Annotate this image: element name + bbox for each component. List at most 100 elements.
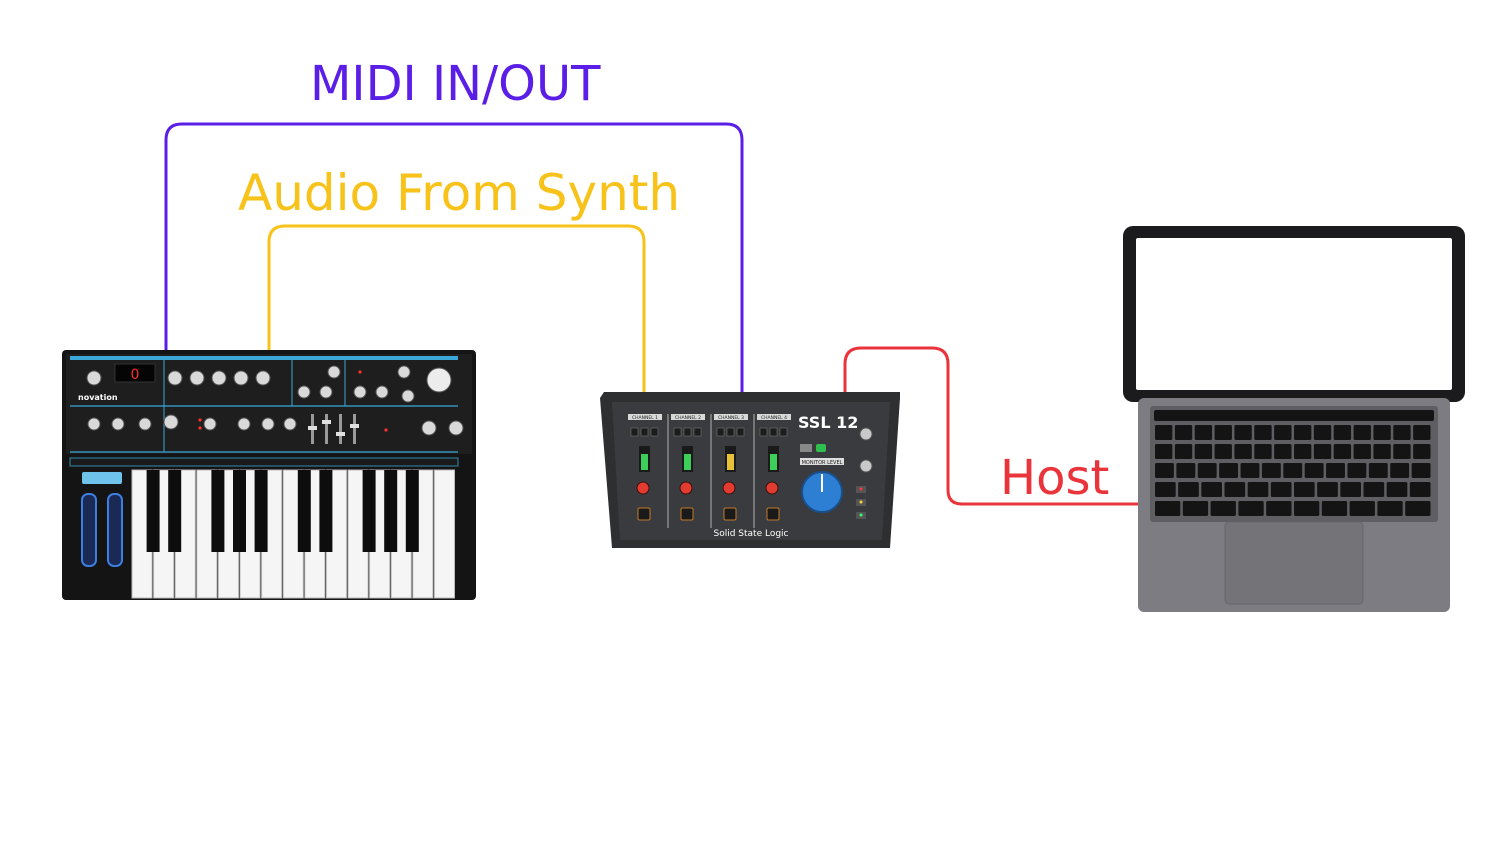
laptop-key — [1368, 463, 1388, 478]
laptop-key — [1201, 482, 1222, 497]
laptop-key — [1317, 482, 1338, 497]
laptop-key — [1176, 463, 1196, 478]
channel-label: CHANNEL 4 — [761, 415, 787, 421]
black-key — [319, 470, 333, 552]
mod-wheel — [107, 493, 123, 567]
synth-faders — [308, 414, 359, 444]
laptop-key — [1240, 463, 1260, 478]
laptop-key — [1155, 444, 1173, 459]
laptop-key — [1283, 463, 1303, 478]
laptop-key — [1363, 482, 1385, 497]
black-key — [233, 470, 246, 552]
laptop-key — [1219, 463, 1239, 478]
channel-strip: CHANNEL 2 — [671, 414, 705, 521]
laptop-key — [1373, 444, 1391, 459]
laptop-key — [1254, 425, 1272, 440]
monitor-label-plate — [800, 458, 844, 465]
laptop-key — [1405, 501, 1431, 516]
laptop-key — [1326, 463, 1345, 478]
laptop-key — [1349, 501, 1375, 516]
pitch-wheel — [81, 493, 97, 567]
laptop-key — [1174, 444, 1193, 459]
laptop-trackpad — [1224, 521, 1364, 605]
audio-cable — [267, 224, 646, 392]
laptop-key — [1214, 425, 1232, 440]
laptop-key — [1411, 463, 1431, 478]
host-cable — [843, 346, 1148, 506]
midi-cable — [164, 122, 744, 392]
laptop-key — [1353, 444, 1371, 459]
channel-label: CHANNEL 2 — [675, 415, 701, 421]
audio-interface: CHANNEL 1 CHANNEL 2 CHANNEL 3 CHANNEL 4 SSL… — [600, 392, 900, 548]
laptop-key — [1234, 425, 1252, 440]
laptop-screen — [1136, 238, 1452, 390]
channel-strip: CHANNEL 3 — [714, 414, 748, 521]
black-keys — [146, 470, 419, 552]
laptop-key — [1182, 501, 1209, 516]
laptop-key — [1377, 501, 1403, 516]
laptop-key — [1224, 482, 1246, 497]
laptop-key — [1178, 482, 1199, 497]
midi-in-out-label: MIDI IN/OUT — [310, 56, 601, 112]
black-key — [405, 470, 419, 552]
laptop-key — [1238, 501, 1264, 516]
monitor-level-label: MONITOR LEVEL — [802, 460, 843, 466]
laptop-key — [1340, 482, 1361, 497]
channel-strips: CHANNEL 1 CHANNEL 2 CHANNEL 3 CHANNEL 4 — [628, 414, 791, 528]
laptop-key — [1194, 444, 1213, 459]
laptop-key — [1155, 425, 1173, 440]
laptop-key — [1294, 425, 1312, 440]
laptop — [1123, 226, 1465, 612]
interface-buttons — [856, 486, 866, 519]
black-key — [254, 470, 268, 552]
laptop-key — [1386, 482, 1408, 497]
channel-strip: CHANNEL 4 — [757, 414, 791, 521]
laptop-key — [1413, 425, 1431, 440]
synth-display-value: 0 — [131, 367, 140, 383]
headphone-knob-1 — [859, 427, 873, 441]
laptop-key — [1194, 425, 1213, 440]
black-key — [146, 470, 160, 552]
laptop-key — [1274, 444, 1292, 459]
interface-model: SSL 12 — [798, 413, 858, 432]
black-key — [297, 470, 311, 552]
channel-strip: CHANNEL 1 — [628, 414, 662, 521]
laptop-key — [1270, 482, 1292, 497]
laptop-key — [1210, 501, 1236, 516]
laptop-key — [1294, 482, 1315, 497]
laptop-key — [1333, 425, 1352, 440]
synth-brand-logo: novation — [78, 393, 118, 402]
synth-knobs-row2 — [87, 414, 464, 436]
laptop-key — [1409, 482, 1431, 497]
channel-label: CHANNEL 1 — [632, 415, 658, 421]
laptop-key — [1261, 463, 1281, 478]
laptop-key — [1390, 463, 1410, 478]
synth-knobs-row1 — [86, 365, 415, 403]
laptop-key — [1266, 501, 1292, 516]
laptop-key — [1347, 463, 1367, 478]
laptop-key — [1254, 444, 1272, 459]
laptop-key — [1333, 444, 1352, 459]
laptop-key — [1373, 425, 1391, 440]
laptop-key — [1247, 482, 1269, 497]
laptop-key — [1197, 463, 1217, 478]
channel-label: CHANNEL 3 — [718, 415, 744, 421]
synth-master-knob — [426, 367, 452, 393]
laptop-key — [1313, 425, 1332, 440]
touch-bar — [1154, 410, 1434, 421]
laptop-key — [1413, 444, 1431, 459]
laptop-key — [1274, 425, 1292, 440]
black-key — [362, 470, 376, 552]
black-key — [168, 470, 182, 552]
laptop-key — [1313, 444, 1332, 459]
laptop-key — [1174, 425, 1193, 440]
laptop-key — [1393, 444, 1411, 459]
host-label: Host — [1000, 450, 1110, 506]
white-key — [433, 469, 455, 599]
laptop-key — [1294, 444, 1312, 459]
black-key — [384, 470, 398, 552]
laptop-key — [1234, 444, 1252, 459]
laptop-key — [1294, 501, 1320, 516]
